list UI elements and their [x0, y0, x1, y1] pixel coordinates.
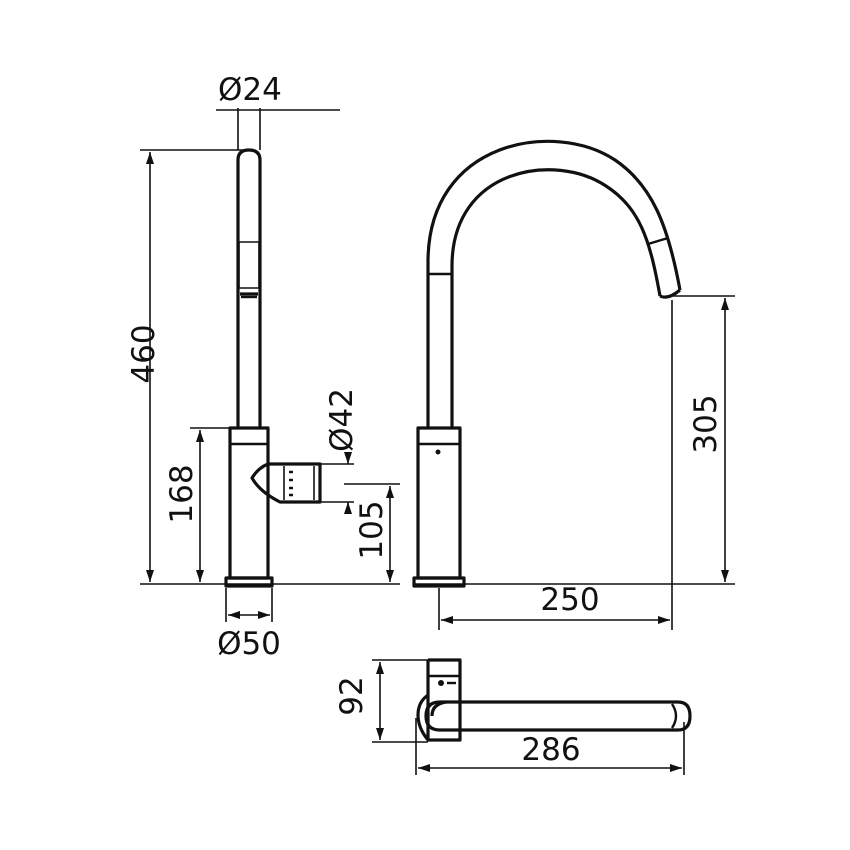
dim-base-diameter: Ø50	[217, 626, 281, 662]
side-base	[412, 576, 466, 588]
dim-spout-reach: 250	[540, 582, 599, 618]
front-base	[224, 576, 274, 588]
front-body	[228, 426, 270, 580]
top-spout-arm	[424, 700, 692, 732]
dim-spout-diameter: Ø24	[218, 72, 282, 108]
side-view: 305 250	[412, 139, 735, 630]
dim-body-height: 168	[164, 464, 200, 523]
front-spray-head	[238, 241, 260, 289]
dim-top-depth: 92	[334, 676, 370, 715]
top-view: 92 286	[334, 658, 692, 775]
front-view: Ø24 460 168 Ø42 105 Ø50	[126, 72, 400, 662]
side-spout-inner	[450, 168, 662, 428]
side-spout-outer	[426, 139, 682, 428]
dim-lever-diameter: Ø42	[324, 388, 360, 452]
front-spout-tube	[236, 148, 262, 428]
dim-top-length: 286	[521, 732, 580, 768]
dim-total-height: 460	[126, 324, 162, 383]
front-lever	[250, 462, 322, 504]
dim-lever-height: 105	[354, 500, 390, 559]
dim-spout-outlet-height: 305	[688, 394, 724, 453]
